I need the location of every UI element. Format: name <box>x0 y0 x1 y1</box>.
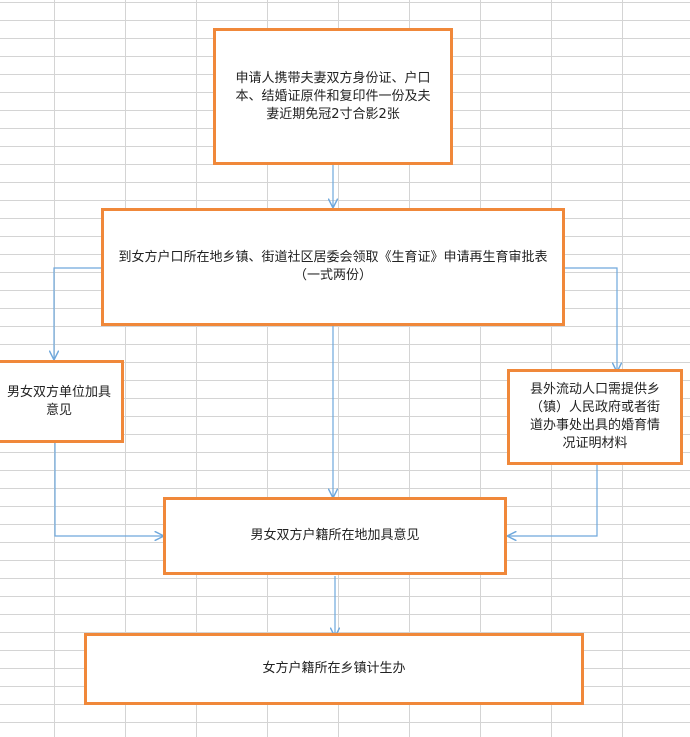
step-apply-text: 申请人携带夫妻双方身份证、户口本、结婚证原件和复印件一份及夫妻近期免冠2寸合影2… <box>235 70 431 122</box>
step-apply-box: 申请人携带夫妻双方身份证、户口本、结婚证原件和复印件一份及夫妻近期免冠2寸合影2… <box>213 28 453 165</box>
arrow-form-to-employer <box>54 267 102 359</box>
step-residence-opinion-box: 男女双方户籍所在地加具意见 <box>163 497 507 575</box>
step-migrant-proof-box: 县外流动人口需提供乡（镇）人民政府或者街道办事处出具的婚育情况证明材料 <box>507 369 683 465</box>
arrow-employer-to-residence <box>54 443 163 536</box>
step-receive-form-box: 到女方户口所在地乡镇、街道社区居委会领取《生育证》申请再生育审批表（一式两份） <box>101 208 565 326</box>
arrow-migrant-to-residence <box>508 465 598 536</box>
step-migrant-proof-text: 县外流动人口需提供乡（镇）人民政府或者街道办事处出具的婚育情况证明材料 <box>529 382 660 451</box>
step-employer-opinion-text: 男女双方单位加具意见 <box>6 384 111 418</box>
step-final-office-text: 女方户籍所在乡镇计生办 <box>262 661 406 676</box>
step-receive-form-text: 到女方户口所在地乡镇、街道社区居委会领取《生育证》申请再生育审批表（一式两份） <box>118 250 548 283</box>
step-employer-opinion-box: 男女双方单位加具意见 <box>0 360 124 443</box>
step-residence-opinion-text: 男女双方户籍所在地加具意见 <box>250 528 420 543</box>
arrow-form-to-migrant <box>564 267 617 371</box>
step-final-office-box: 女方户籍所在乡镇计生办 <box>84 633 584 705</box>
